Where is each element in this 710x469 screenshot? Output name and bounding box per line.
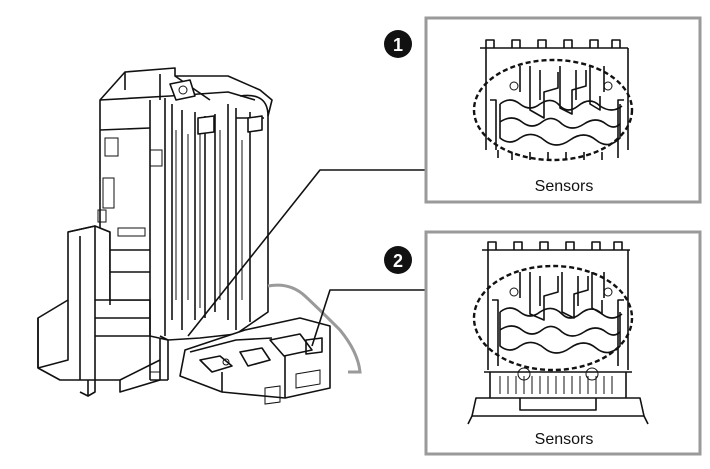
callout-number-badge-1 bbox=[384, 30, 412, 58]
dispenser-device-illustration bbox=[37, 67, 273, 397]
sensors-label-1: Sensors bbox=[535, 178, 594, 195]
callout-number-2: 2 bbox=[393, 251, 403, 271]
callout-number-badge-2 bbox=[384, 246, 412, 274]
leader-line-1 bbox=[187, 169, 426, 337]
callout-box-1: 1 Sensors bbox=[384, 16, 702, 204]
leader-line-2 bbox=[311, 289, 426, 347]
sensors-label-2: Sensors bbox=[535, 431, 594, 448]
sensor-detail-1 bbox=[472, 39, 634, 162]
callout-box-2: 2 Sensors bbox=[384, 230, 702, 456]
callout-number-1: 1 bbox=[393, 35, 403, 55]
sensor-detail-2 bbox=[467, 241, 649, 425]
sensor-module-illustration bbox=[179, 283, 362, 405]
